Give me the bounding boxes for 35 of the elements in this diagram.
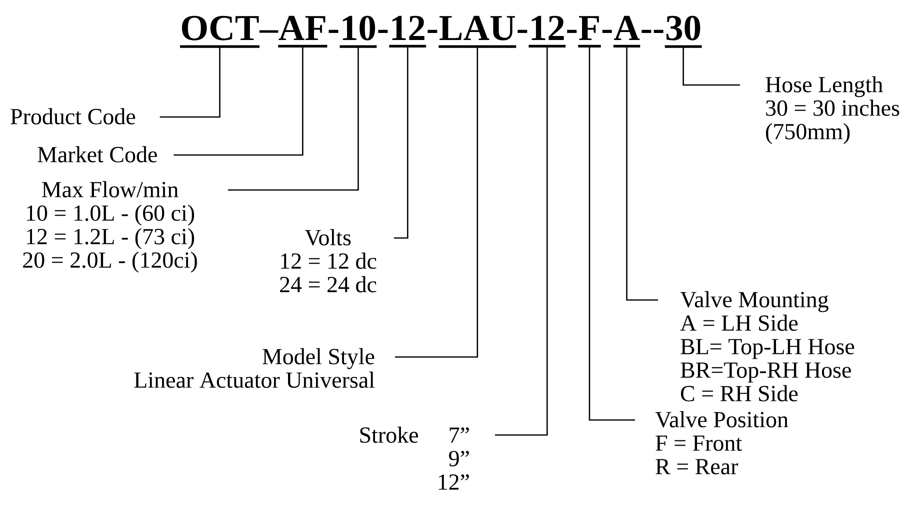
leader-line	[228, 46, 359, 191]
leader-line	[626, 46, 658, 301]
separator: -	[567, 30, 577, 33]
separator: -	[378, 30, 388, 33]
description-text: Market Code	[38, 146, 157, 162]
code-segment: AF	[278, 16, 328, 48]
leader-line	[495, 46, 548, 436]
leader-line	[394, 46, 408, 239]
leader-line	[395, 46, 478, 358]
description-text: Valve Position F = Front R = Rear	[655, 411, 788, 474]
code-segment: 10	[340, 16, 377, 48]
leader-line	[588, 46, 635, 421]
description-text: Hose Length 30 = 30 inches (750mm)	[766, 76, 900, 144]
code-segment: 12	[528, 16, 566, 48]
code-segment: A	[613, 16, 640, 48]
leader-line	[160, 46, 220, 118]
description-text: Volts 12 = 12 dc 24 = 24 dc	[280, 229, 376, 292]
separator: -	[602, 30, 612, 33]
description-text: Product Code	[10, 108, 136, 124]
code-segment: 30	[664, 16, 702, 48]
leader-line	[174, 46, 304, 156]
description-text: Model Style Linear Actuator Universal	[134, 348, 375, 388]
leader-line	[682, 46, 740, 86]
code-segment: OCT	[180, 16, 260, 48]
description-text: Stroke 7” 9” 12”	[360, 426, 469, 490]
description-text: Max Flow/min 10 = 1.0L - (60 ci) 12 = 1.2L - (73 ci) 20 = 2.0L - (120ci)	[23, 181, 197, 273]
separator: -	[328, 30, 338, 33]
code-segment: 12	[389, 16, 426, 48]
separator: --	[642, 30, 664, 33]
code-segment: LAU	[438, 16, 516, 48]
separator: –	[259, 30, 278, 33]
code-segment: F	[578, 16, 601, 48]
separator: -	[428, 30, 438, 33]
separator: -	[518, 30, 528, 33]
description-text: Valve Mounting A = LH Side BL= Top-LH Hose BR=Top-RH Hose C = RH Side	[680, 291, 854, 402]
